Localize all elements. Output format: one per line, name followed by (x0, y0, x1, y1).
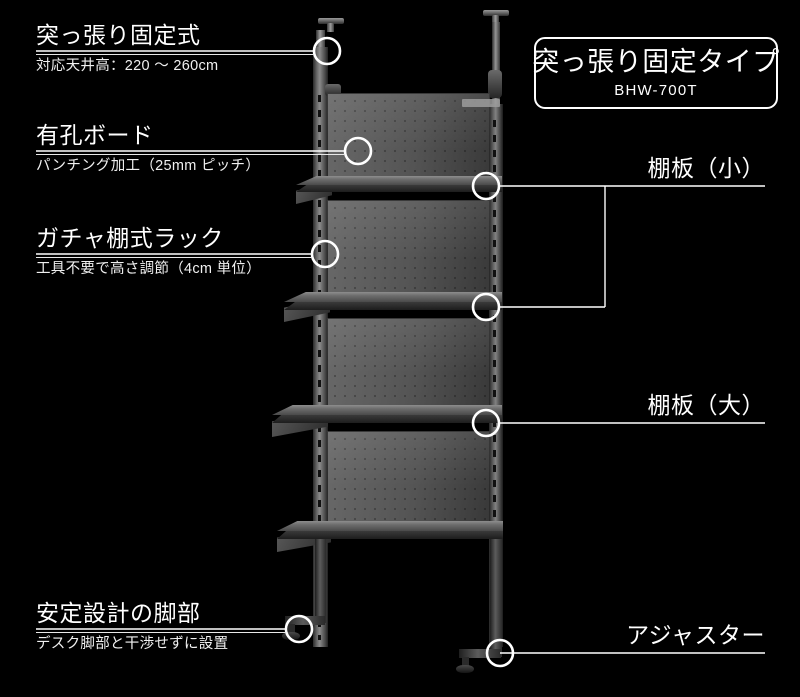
ceiling-pad-right (483, 10, 509, 16)
pegboard-panel-4 (327, 431, 490, 523)
ceiling-pad-stem-left (327, 23, 334, 32)
callout-legs-title: 安定設計の脚部 (36, 600, 201, 626)
callout-pegboard: 有孔ボード パンチング加工（25mm ピッチ） (36, 124, 345, 174)
callout-legs-rule (36, 632, 286, 633)
callout-adjuster: アジャスター (505, 624, 765, 647)
pegboard-panel-3 (327, 318, 490, 410)
callout-tension-fixing: 突っ張り固定式 対応天井高：220 〜 260cm (36, 24, 314, 74)
callout-tension-sub: 対応天井高：220 〜 260cm (36, 58, 219, 74)
callout-legs-sub: デスク脚部と干渉せずに設置 (36, 636, 229, 652)
callout-shelf-small: 棚板（小） (505, 157, 765, 180)
leg-foot-bar-right (459, 649, 501, 658)
callout-rack-sub: 工具不要で高さ調節（4cm 単位） (36, 261, 262, 277)
callout-adjuster-title: アジャスター (626, 622, 765, 648)
callout-pegboard-title: 有孔ボード (36, 122, 154, 148)
callout-pegboard-rule (36, 154, 345, 155)
rail-slots-right (493, 120, 496, 640)
brand-logo-badge (462, 99, 500, 107)
badge-title: 突っ張り固定タイプ (532, 46, 780, 77)
upright-rail-right (489, 104, 503, 647)
adjuster-stem-right (462, 657, 469, 666)
adjuster-foot-right (456, 665, 474, 673)
callout-tension-title: 突っ張り固定式 (36, 22, 201, 48)
badge-model: BHW-700T (614, 81, 698, 99)
product-type-badge: 突っ張り固定タイプ BHW-700T (532, 37, 780, 109)
callout-shelf-small-title: 棚板（小） (647, 155, 765, 181)
leg-post-left (315, 539, 326, 623)
shelf-c-front (272, 415, 502, 423)
shelf-d-front (277, 531, 503, 539)
callout-shelf-large-title: 棚板（大） (647, 392, 765, 418)
callout-rack-title: ガチャ棚式ラック (36, 225, 224, 251)
callout-adjustable-rack: ガチャ棚式ラック 工具不要で高さ調節（4cm 単位） (36, 227, 312, 277)
shelf-c-top (272, 405, 502, 415)
callout-pegboard-sub: パンチング加工（25mm ピッチ） (36, 158, 261, 174)
shelf-a-front (296, 185, 502, 192)
callout-tension-rule (36, 54, 314, 55)
callout-stable-legs: 安定設計の脚部 デスク脚部と干渉せずに設置 (36, 602, 286, 652)
callout-shelf-large: 棚板（大） (505, 394, 765, 417)
shelf-b-top (284, 292, 502, 302)
tension-knob-right (488, 70, 502, 98)
rail-slots-left (318, 95, 321, 640)
pegboard-panel-1 (327, 93, 490, 188)
shelf-a-top (296, 176, 502, 185)
pegboard-panel-2 (327, 200, 490, 300)
callout-rack-rule (36, 257, 312, 258)
shelf-b-front (284, 302, 502, 310)
ceiling-pad-left (318, 18, 344, 24)
leg-post-right (490, 539, 502, 657)
ceiling-pad-stem-right (492, 15, 499, 24)
tension-pole-tube-right (492, 22, 500, 112)
shelf-d-top (277, 521, 503, 531)
